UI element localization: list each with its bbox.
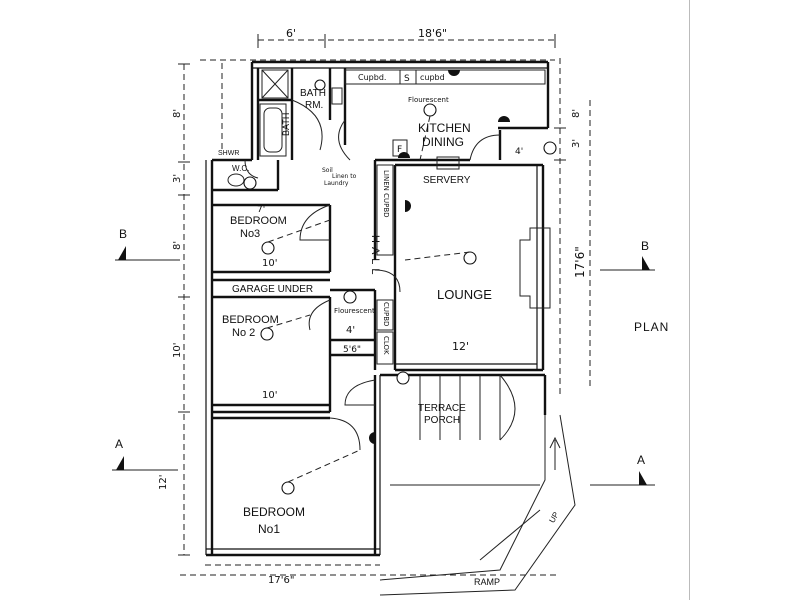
exterior-walls	[205, 60, 550, 557]
dim-hall-5-6: 5'6"	[343, 345, 361, 355]
cupboard-mid-label: S	[404, 74, 410, 84]
page-edge-rule	[689, 0, 690, 600]
dim-left-12: 12'	[158, 475, 169, 490]
room-labels: BATH BATH RM. KITCHEN DINING SERVERY W.C…	[218, 88, 669, 587]
dim-bed3-bottom: 10'	[262, 258, 277, 269]
dim-left-8-mid: 8'	[172, 241, 183, 250]
flourescent-kitchen-label: Flourescent	[408, 96, 449, 104]
garage-label: GARAGE UNDER	[232, 284, 313, 295]
bedroom2-label: BEDROOM	[222, 314, 279, 326]
dim-bed2-bottom: 10'	[262, 390, 277, 401]
bedroom3-number: No3	[240, 228, 260, 240]
dimension-lines	[178, 34, 591, 576]
dining-label: DINING	[422, 135, 464, 149]
dim-bottom-17-6: 17'6"	[268, 575, 294, 586]
dim-right-3: 3'	[571, 139, 582, 148]
dimension-labels: 6' 18'6" 8' 3' 8' 10' 12' 8' 3' 17'6" 7'…	[158, 27, 587, 586]
section-b-right-label: B	[641, 239, 649, 253]
interior-walls	[212, 68, 547, 555]
wc-label: W.C.	[232, 164, 249, 173]
soil-label-1: Soil	[322, 167, 333, 174]
light-fittings	[243, 79, 557, 495]
dim-lounge-12: 12'	[452, 340, 469, 353]
linen-cupbd-label: LINEN CUPBD	[382, 170, 390, 218]
door-swings	[244, 99, 501, 451]
fixtures	[227, 69, 576, 596]
dim-right-17-6: 17'6"	[573, 246, 587, 278]
flourescent-hall-label: Flourescent	[334, 307, 375, 315]
cupboard-left-label: Cupbd.	[358, 73, 386, 82]
dim-left-3: 3'	[172, 174, 183, 183]
section-marker-a-right: A	[590, 453, 655, 486]
bedroom2-number: No 2	[232, 327, 255, 339]
section-b-left-label: B	[119, 227, 127, 241]
section-marker-b-right: B	[600, 239, 655, 271]
ramp-label: RAMP	[474, 577, 500, 587]
dim-right-8: 8'	[571, 109, 582, 118]
fridge-label: F	[397, 145, 402, 155]
section-marker-a-left: A	[112, 437, 178, 471]
plan-label: PLAN	[634, 320, 669, 334]
terrace-label: TERRACE	[418, 403, 466, 414]
dim-top-18-6: 18'6"	[418, 27, 447, 40]
soil-label-2: Linen to	[332, 173, 357, 180]
dim-top-6: 6'	[286, 27, 296, 40]
hall-label: HALL	[369, 235, 381, 279]
dim-left-8-top: 8'	[172, 109, 183, 118]
bath-rm-label-1: BATH	[300, 88, 326, 99]
dim-left-10: 10'	[172, 343, 183, 358]
soil-label-3: Laundry	[324, 180, 349, 187]
section-a-left-label: A	[115, 437, 123, 451]
cupbd-vertical-label: CUPBD	[382, 302, 390, 326]
shower-label: SHWR	[218, 150, 239, 157]
section-a-right-label: A	[637, 453, 645, 467]
dim-hall-4: 4'	[346, 325, 355, 336]
bedroom1-number: No1	[258, 522, 280, 536]
fixture-labels: Cupbd. S cupbd Flourescent F Soil Linen …	[322, 73, 449, 355]
cupboard-right-label: cupbd	[420, 73, 445, 82]
porch-label: PORCH	[424, 415, 460, 426]
clok-vertical-label: CLOK	[382, 336, 390, 355]
power-points	[369, 70, 510, 444]
lounge-label: LOUNGE	[437, 287, 492, 302]
bath-label: BATH	[281, 113, 291, 136]
servery-label: SERVERY	[423, 175, 471, 186]
bedroom3-label: BEDROOM	[230, 215, 287, 227]
up-label: UP	[547, 510, 560, 524]
kitchen-label: KITCHEN	[418, 121, 471, 135]
section-marker-b-left: B	[115, 227, 180, 261]
bath-rm-label-2: RM.	[305, 100, 323, 111]
dim-kitchen-4: 4'	[515, 147, 523, 157]
dim-bed3-top: 7'	[257, 205, 265, 215]
bedroom1-label: BEDROOM	[243, 505, 305, 519]
